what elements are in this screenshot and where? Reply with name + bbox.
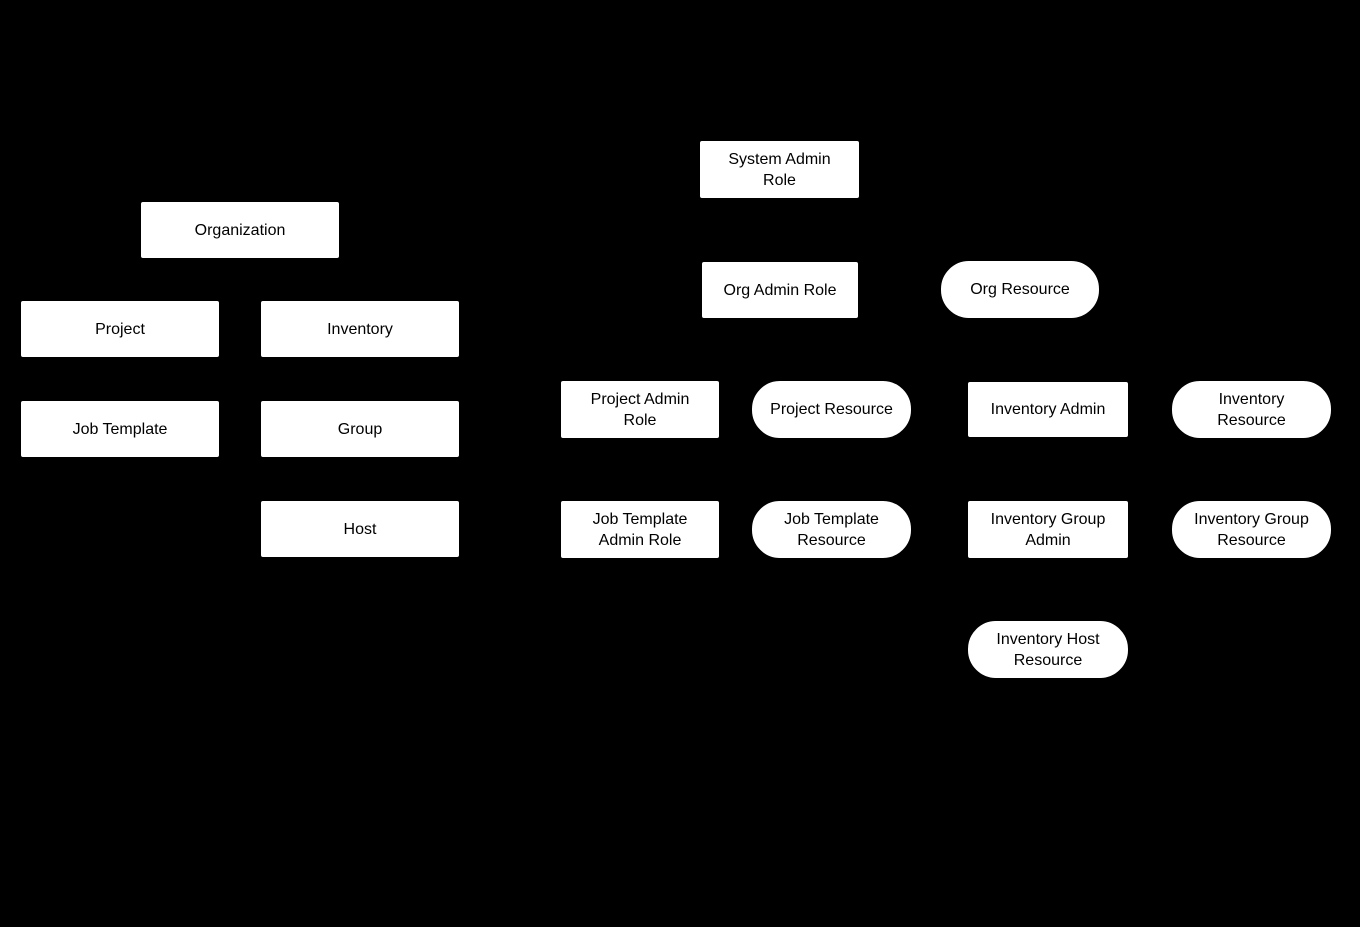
node-inventory-label: Inventory	[327, 320, 393, 338]
node-group: Group	[261, 401, 459, 457]
node-job-template: Job Template	[21, 401, 219, 457]
node-org-resource: Org Resource	[941, 261, 1099, 318]
node-org-resource-label: Org Resource	[970, 281, 1070, 298]
node-inventory-group-admin: Inventory Group Admin	[968, 501, 1128, 558]
node-host: Host	[261, 501, 459, 557]
node-system-admin-role: System Admin Role	[700, 141, 859, 198]
node-job-template-admin-role: Job Template Admin Role	[561, 501, 719, 558]
node-inventory: Inventory	[261, 301, 459, 357]
node-project-resource: Project Resource	[752, 381, 911, 438]
node-inventory-host-resource-label: Inventory Host Resource	[996, 630, 1100, 669]
node-inventory-host-resource: Inventory Host Resource	[968, 621, 1128, 678]
node-job-template-label: Job Template	[72, 420, 168, 438]
node-project: Project	[21, 301, 219, 357]
node-job-template-resource: Job Template Resource	[752, 501, 911, 558]
node-host-label: Host	[343, 520, 377, 538]
node-job-template-resource-label: Job Template Resource	[784, 510, 879, 549]
node-inventory-admin-label: Inventory Admin	[990, 401, 1106, 418]
node-inventory-admin: Inventory Admin	[968, 382, 1128, 437]
node-inventory-group-admin-label: Inventory Group Admin	[990, 510, 1106, 549]
node-inventory-group-resource-label: Inventory Group Resource	[1194, 510, 1309, 549]
node-inventory-resource-label: Inventory Resource	[1217, 390, 1286, 429]
node-project-admin-role-label: Project Admin Role	[590, 390, 690, 429]
node-group-label: Group	[337, 420, 383, 438]
node-inventory-resource: Inventory Resource	[1172, 381, 1331, 438]
node-project-label: Project	[95, 320, 145, 338]
node-job-template-admin-role-label: Job Template Admin Role	[592, 510, 688, 549]
node-inventory-group-resource: Inventory Group Resource	[1172, 501, 1331, 558]
node-system-admin-role-label: System Admin Role	[728, 150, 831, 189]
node-organization: Organization	[141, 202, 339, 258]
node-organization-label: Organization	[194, 221, 286, 239]
node-org-admin-role: Org Admin Role	[702, 262, 858, 318]
node-project-resource-label: Project Resource	[770, 401, 893, 418]
node-project-admin-role: Project Admin Role	[561, 381, 719, 438]
node-org-admin-role-label: Org Admin Role	[723, 281, 837, 299]
